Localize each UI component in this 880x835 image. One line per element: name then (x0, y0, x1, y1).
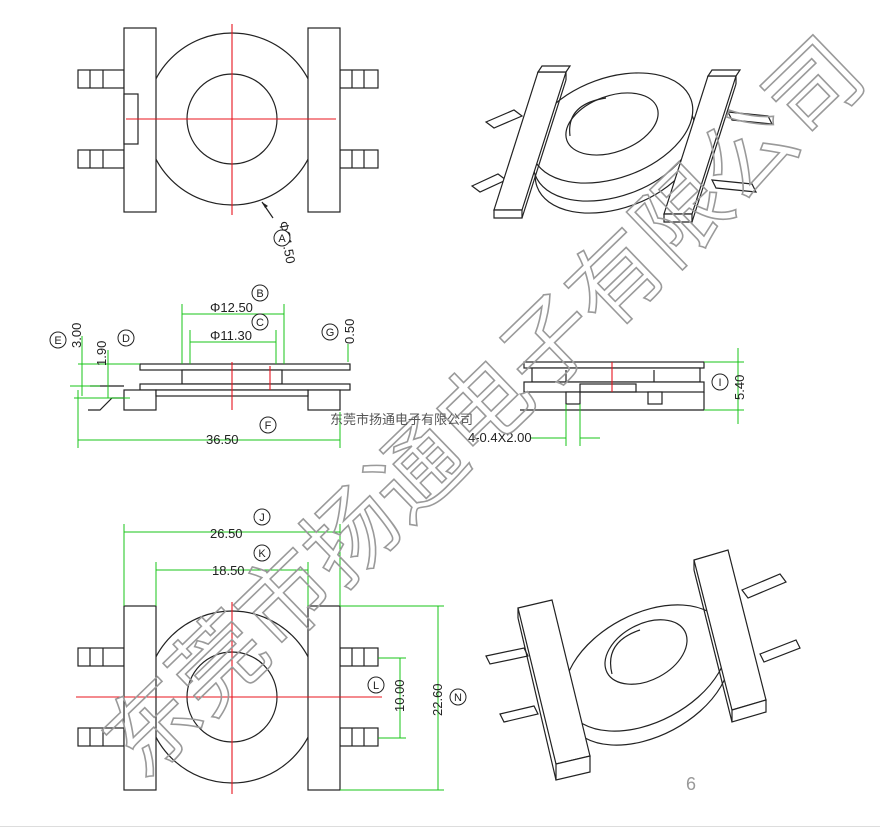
dim-n-value: 22.60 (430, 683, 445, 716)
svg-text:A: A (278, 233, 286, 245)
svg-text:F: F (265, 420, 272, 432)
top-view: Φ21.50 A (77, 24, 379, 265)
svg-text:C: C (256, 317, 264, 329)
svg-text:K: K (258, 548, 266, 560)
dim-g-badge: G (321, 323, 339, 341)
dim-a-badge: A (273, 229, 291, 247)
dim-d-value: 1.90 (94, 341, 109, 366)
dim-e-value: 3.00 (69, 323, 84, 348)
side-view-left: Φ12.50 Φ11.30 36.50 3.00 1.90 0.50 B C E… (49, 284, 357, 448)
dim-l-badge: L (367, 676, 385, 694)
svg-text:D: D (122, 333, 130, 345)
dim-e-badge: E (49, 331, 67, 349)
dim-l-value: 10.00 (392, 679, 407, 712)
dim-i-value: 5.40 (732, 375, 747, 400)
dim-i-badge: I (711, 373, 729, 391)
dim-j-value: 26.50 (210, 526, 243, 541)
dim-c-badge: C (251, 313, 269, 331)
dim-n-badge: N (449, 688, 467, 706)
isometric-view-bottom (485, 549, 801, 781)
dim-g-value: 0.50 (342, 319, 357, 344)
dim-f-badge: F (259, 416, 277, 434)
page-divider (0, 826, 880, 827)
bottom-view: 26.50 18.50 10.00 22.60 J K L N (76, 508, 467, 794)
dim-k-value: 18.50 (212, 563, 245, 578)
svg-text:N: N (454, 692, 462, 704)
dim-k-badge: K (253, 544, 271, 562)
svg-text:E: E (54, 335, 61, 347)
watermark-small: 东莞市扬通电子有限公司 (330, 412, 473, 428)
svg-text:G: G (326, 327, 335, 339)
svg-text:I: I (718, 377, 721, 389)
dim-c-value: Φ11.30 (210, 328, 252, 343)
dim-j-badge: J (253, 508, 271, 526)
pin-size-value: 4-0.4X2.00 (468, 430, 532, 445)
dim-d-badge: D (117, 329, 135, 347)
isometric-view-top (470, 65, 774, 223)
dim-f-value: 36.50 (206, 432, 239, 447)
svg-text:B: B (256, 288, 263, 300)
svg-text:L: L (373, 680, 379, 692)
page-number: 6 (686, 774, 696, 794)
side-view-right: 5.40 4-0.4X2.00 I (468, 348, 747, 446)
dim-b-value: Φ12.50 (210, 300, 253, 315)
dim-b-badge: B (251, 284, 269, 302)
svg-text:J: J (259, 512, 265, 524)
